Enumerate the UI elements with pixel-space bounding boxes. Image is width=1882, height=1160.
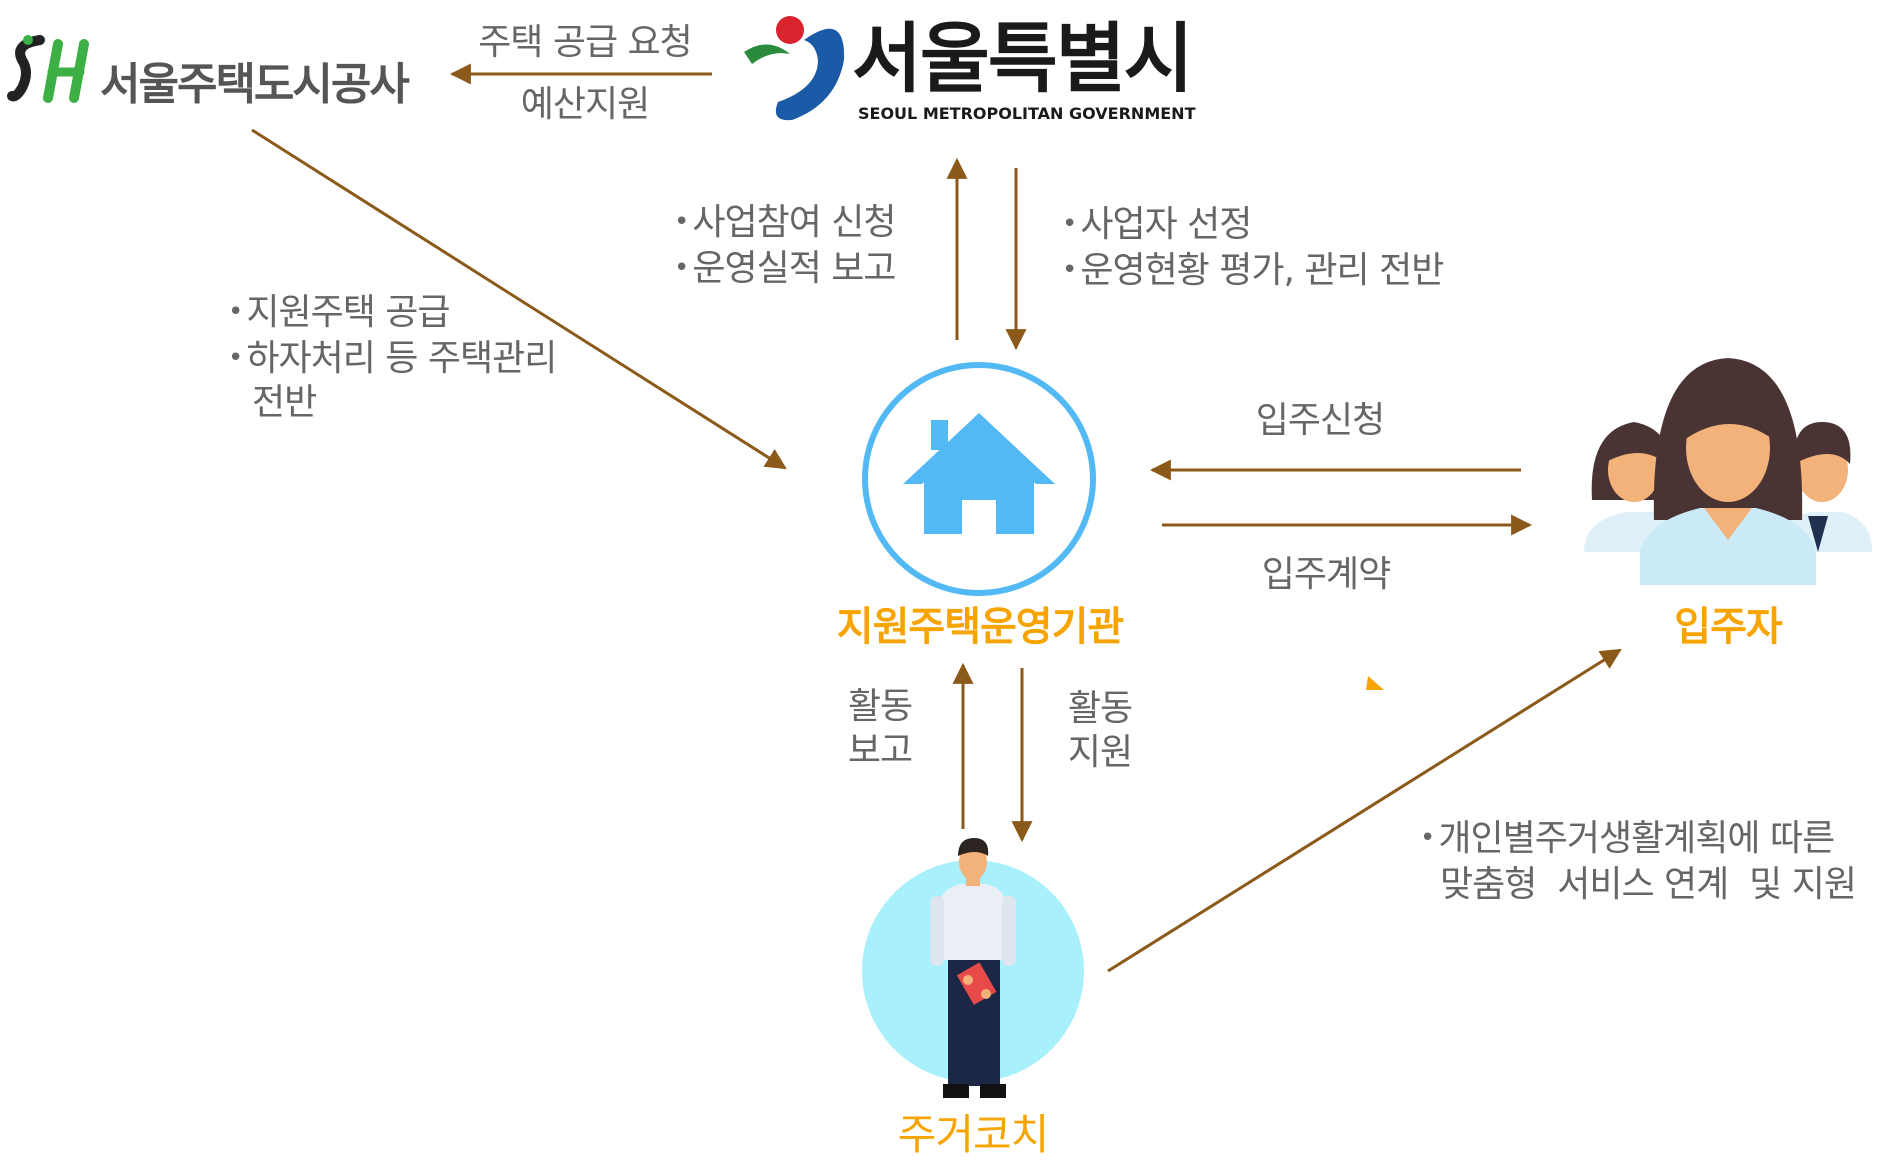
label-defect-housing-management: 하자처리 등 주택관리 <box>228 336 557 381</box>
label-overall: 전반 <box>252 382 317 423</box>
sh-logo-icon <box>7 35 89 103</box>
node-label-resident: 입주자 <box>1674 604 1782 650</box>
label-individual-plan: 개인별주거생활계획에 따른 <box>1420 816 1835 861</box>
label-activity-report-1: 활동 <box>847 686 913 727</box>
node-label-operator: 지원주택운영기관 <box>836 604 1124 650</box>
label-operator-selection: 사업자 선정 <box>1062 202 1252 247</box>
label-move-in-contract: 입주계약 <box>1261 554 1391 595</box>
label-participation-application: 사업참여 신청 <box>674 200 896 245</box>
seoul-logo-name: 서울특별시 <box>852 14 1194 103</box>
label-activity-support-1: 활동 <box>1067 688 1133 729</box>
arrow-coach-to-resident <box>1107 648 1622 973</box>
seoul-symbol-icon <box>744 16 845 121</box>
stray-arrowhead <box>1366 676 1384 690</box>
label-housing-supply-request: 주택 공급 요청 <box>478 22 693 63</box>
seoul-logo-subtitle: SEOUL METROPOLITAN GOVERNMENT <box>858 104 1196 123</box>
label-activity-support-2: 지원 <box>1067 732 1133 773</box>
node-label-coach: 주거코치 <box>897 1110 1050 1159</box>
label-supported-housing-supply: 지원주택 공급 <box>228 290 450 335</box>
label-move-in-application: 입주신청 <box>1255 400 1385 441</box>
label-evaluation-management: 운영현황 평가, 관리 전반 <box>1062 248 1444 293</box>
label-budget-support: 예산지원 <box>520 84 650 125</box>
resident-group-icon <box>1584 358 1872 585</box>
label-performance-report: 운영실적 보고 <box>674 246 896 291</box>
housing-coach-person-icon <box>862 838 1084 1098</box>
house-icon <box>862 362 1096 596</box>
label-activity-report-2: 보고 <box>847 730 913 771</box>
sh-logo-name: 서울주택도시공사 <box>100 59 410 110</box>
label-customized-service: 맞춤형 서비스 연계 및 지원 <box>1440 864 1857 905</box>
arrow-sh-to-operator <box>251 128 787 470</box>
